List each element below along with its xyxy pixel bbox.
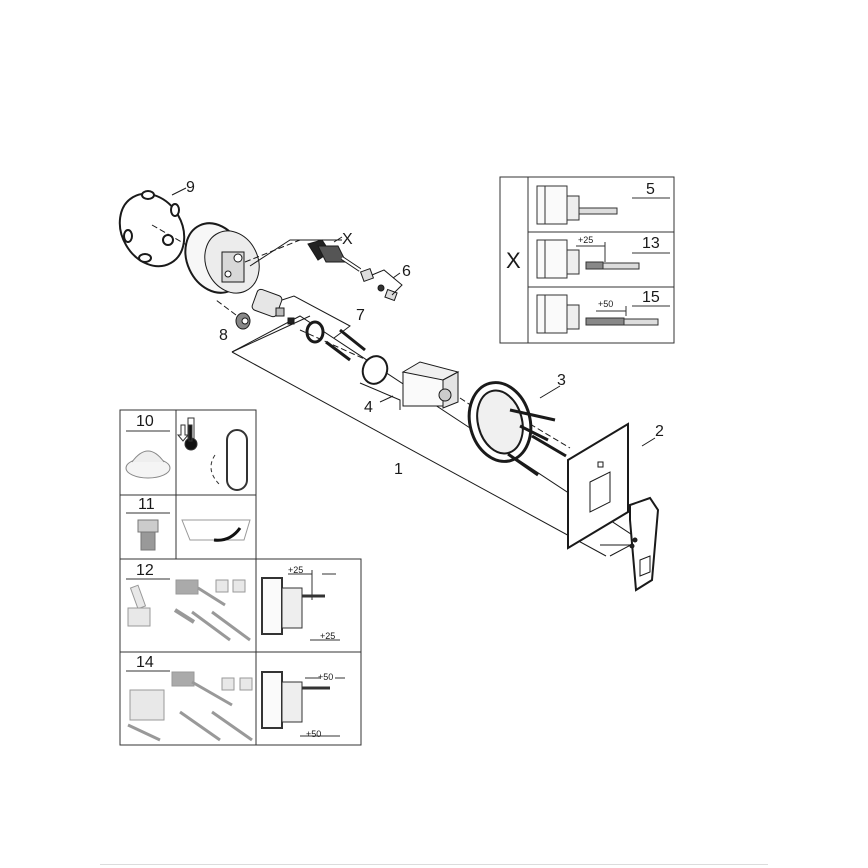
callout-2: 2 (655, 423, 664, 440)
x-row-13-cartridge-icon (536, 239, 670, 279)
part-14-extension-bottom: +50 (306, 729, 322, 739)
part-14-extension-kit-icon (127, 671, 253, 742)
x-row-part-5: 5 (646, 181, 655, 198)
callout-8: 8 (219, 327, 228, 344)
valve-body-icon (184, 222, 260, 294)
x-variants-panel (499, 176, 675, 344)
part-2-wall-plate-icon (567, 422, 629, 550)
accessory-part-11: 11 (138, 496, 155, 513)
part-12-extension-bottom: +25 (320, 631, 336, 641)
part-14-extension-top: +50 (318, 672, 334, 682)
x-row-13-extension: +25 (578, 235, 594, 245)
callout-4: 4 (364, 399, 373, 416)
x-row-part-13: 13 (642, 235, 660, 252)
part-12-dimension-icon (261, 570, 340, 641)
cartridge-spindle-icon (307, 239, 362, 272)
callout-9: 9 (186, 179, 195, 196)
accessory-part-12: 12 (136, 562, 154, 579)
part-3-mounting-plate-icon (467, 381, 567, 477)
part-6-nuts-icon (359, 267, 398, 302)
part-12-extension-top: +25 (288, 565, 304, 575)
part-7-ring-screws-icon (305, 320, 366, 362)
part-8-cap-icon (235, 312, 251, 330)
callout-1: 1 (394, 461, 403, 478)
thermometer-lever-icon (176, 417, 248, 491)
callout-6: 6 (402, 263, 411, 280)
x-row-part-15: 15 (642, 289, 660, 306)
callout-3: 3 (557, 372, 566, 389)
lever-handle-icon (629, 496, 660, 592)
accessory-part-10: 10 (136, 413, 154, 430)
part-11-valve-icon (137, 519, 159, 551)
x-row-5-cartridge-icon (536, 185, 670, 225)
part-4-adapter-icon (361, 355, 460, 409)
accessory-part-14: 14 (136, 654, 154, 671)
accessory-panel (119, 409, 362, 746)
callout-7: 7 (356, 307, 365, 324)
part-10-cap-icon (125, 450, 171, 479)
x-panel-title: X (506, 248, 521, 273)
thermostatic-cartridge-icon (251, 288, 295, 325)
part-12-extension-kit-icon (127, 579, 251, 642)
footer-divider (100, 864, 768, 865)
gasket-ring-icon (118, 190, 186, 268)
part-14-dimension-icon (261, 671, 345, 737)
bathtub-icon (181, 519, 251, 542)
callout-x: X (342, 231, 353, 248)
x-row-15-extension: +50 (598, 299, 614, 309)
x-row-15-cartridge-icon (536, 294, 670, 334)
